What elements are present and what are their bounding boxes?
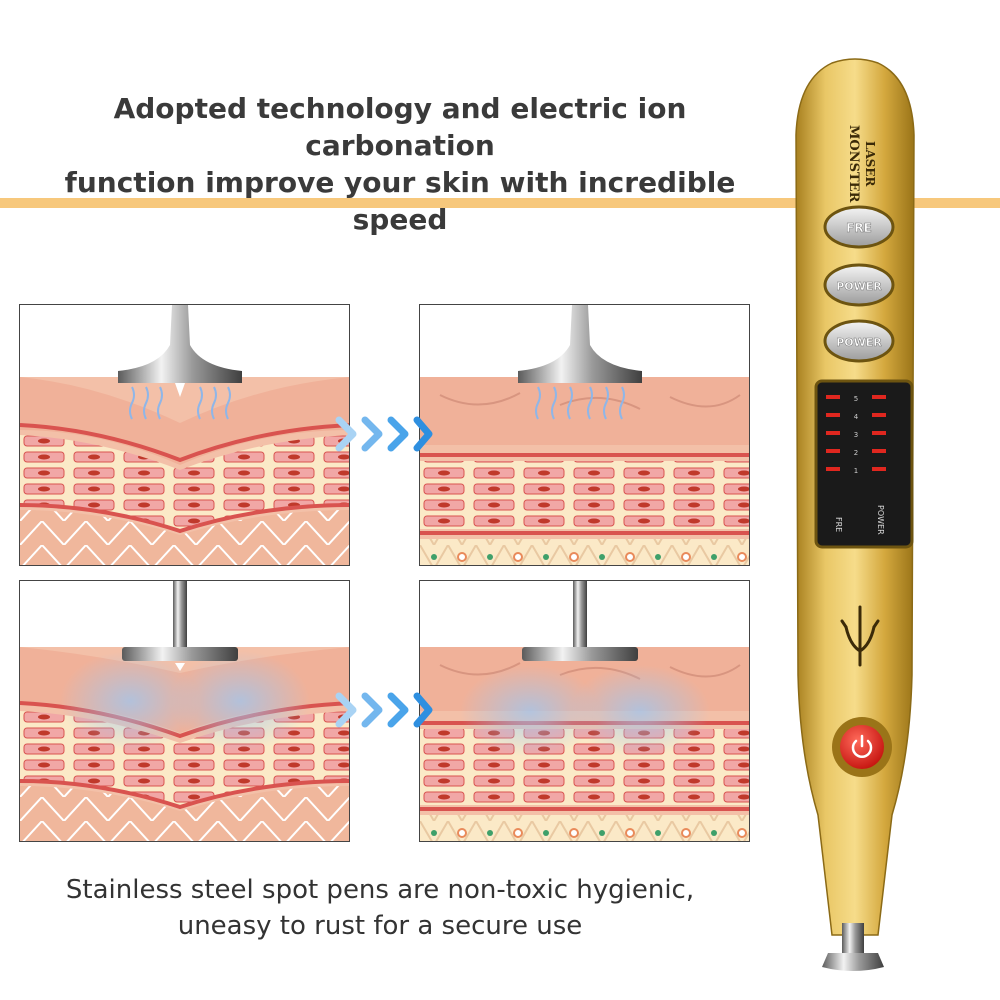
level-mark-3: 3 [854,431,858,439]
illustration-pointed-tip-after [419,304,750,566]
illustration-flat-tip-before [19,580,350,842]
level-mark-5: 5 [854,395,858,403]
illustration-flat-tip-after [419,580,750,842]
display-label-power: POWER [876,505,885,535]
level-mark-4: 4 [854,413,859,421]
progress-arrows-top [333,414,433,454]
caption-line-1: Stainless steel spot pens are non-toxic … [65,875,695,905]
brand-line-2: LASER [863,141,877,188]
power-up-button[interactable]: POWER [823,263,895,307]
display-label-fre: FRE [834,517,843,532]
level-mark-2: 2 [854,449,858,457]
decorative-band [0,198,1000,208]
fre-button-label: FRE [846,221,872,235]
progress-arrows-bottom [333,690,433,730]
power-up-button-label: POWER [836,280,882,293]
fre-button[interactable]: FRE [823,205,895,249]
brand-logo: MONSTER LASER [846,125,877,203]
headline-line-2: function improve your skin with incredib… [64,166,736,236]
headline: Adopted technology and electric ion carb… [20,90,780,238]
power-down-button-label: POWER [836,336,882,349]
power-down-button[interactable]: POWER [823,319,895,363]
spot-pen-device: MONSTER LASER FRE POWER POWER 5 4 3 2 [780,55,930,985]
caption-line-2: uneasy to rust for a secure use [177,911,583,941]
trident-logo-icon [840,605,880,667]
illustration-pointed-tip-before [19,304,350,566]
level-mark-1: 1 [854,467,858,475]
brand-line-1: MONSTER [846,125,861,203]
power-button[interactable] [832,717,892,777]
level-display: 5 4 3 2 1 FRE POWER [814,379,914,549]
headline-line-1: Adopted technology and electric ion carb… [113,92,687,162]
caption: Stainless steel spot pens are non-toxic … [20,872,740,944]
power-icon [851,734,873,758]
stainless-steel-tip [822,923,884,971]
